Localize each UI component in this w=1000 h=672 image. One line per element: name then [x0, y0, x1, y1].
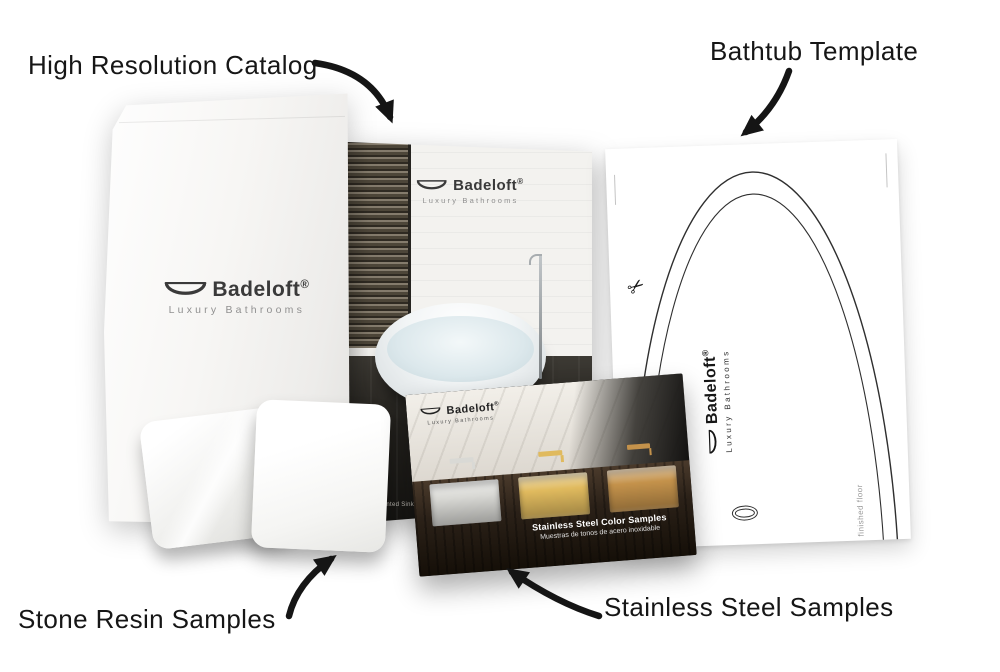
bathtub-template-sheet: ✂ Badeloft® Luxury Bathrooms finished fl… — [605, 139, 911, 549]
rotated-logo: Badeloft® Luxury Bathrooms — [699, 326, 744, 477]
stone-label: Stone Resin Samples — [18, 604, 276, 634]
steel-sink-sample-gold — [517, 472, 591, 520]
brand-wordmark: Badeloft® — [212, 277, 310, 301]
window-blinds — [344, 141, 411, 348]
bathtub-icon — [708, 430, 717, 455]
brand-wordmark: Badeloft® — [700, 349, 722, 425]
arrow-to-stone-samples — [285, 554, 337, 620]
cover-crease — [118, 115, 346, 123]
arrow-to-steel-samples — [506, 568, 603, 620]
steel-sink-sample-bronze — [606, 465, 679, 513]
catalog-label: High Resolution Catalog — [28, 50, 318, 80]
steel-sink-sample-silver — [429, 479, 502, 527]
brand-wordmark: Badeloft® — [453, 177, 524, 195]
brand-tagline: Luxury Bathrooms — [422, 196, 519, 206]
badeloft-logo: Badeloft® Luxury Bathrooms — [420, 401, 500, 427]
badeloft-logo: Badeloft® Luxury Bathrooms — [417, 177, 524, 205]
bathtub-icon — [420, 407, 441, 415]
steel-label: Stainless Steel Samples — [604, 592, 894, 622]
badeloft-logo: Badeloft® Luxury Bathrooms — [700, 348, 744, 455]
template-edge-text: finished floor — [854, 484, 866, 537]
brand-tagline: Luxury Bathrooms — [721, 349, 735, 453]
template-label: Bathtub Template — [710, 36, 919, 66]
stone-resin-sample — [250, 399, 392, 553]
bathtub-icon — [164, 282, 207, 296]
floor-faucet — [530, 253, 542, 380]
brand-tagline: Luxury Bathrooms — [168, 303, 306, 316]
bathtub-icon — [417, 180, 448, 190]
arrow-to-template — [740, 67, 793, 137]
tub-outline — [631, 171, 901, 549]
badeloft-logo: Badeloft® Luxury Bathrooms — [164, 278, 309, 316]
bathtub-interior — [386, 315, 535, 383]
stainless-steel-sample-card: Badeloft® Luxury Bathrooms Stainless Ste… — [405, 373, 697, 577]
page-caption: Wall-Mounted Sinks — [358, 502, 418, 509]
